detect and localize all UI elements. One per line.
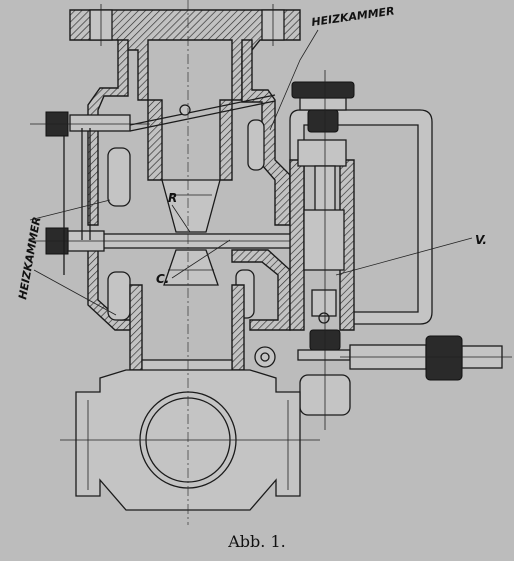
top-flange (69, 4, 301, 101)
venturi (161, 179, 221, 286)
fuel-inlet (340, 335, 512, 381)
base-block (60, 369, 320, 511)
throttle-linkage (30, 94, 276, 137)
label-heizkammer-left: HEIZKAMMER (16, 216, 43, 301)
float-chamber (289, 70, 433, 430)
cross-shaft (30, 128, 320, 275)
label-heizkammer-top: HEIZKAMMER (311, 4, 396, 29)
figure-caption: Abb. 1. (228, 532, 286, 551)
main-body (87, 39, 291, 331)
leader-lines (29, 29, 473, 316)
label-v: V. (475, 233, 487, 247)
lower-tube (129, 284, 276, 373)
label-c: C. (156, 272, 169, 286)
label-r: R (168, 191, 177, 205)
